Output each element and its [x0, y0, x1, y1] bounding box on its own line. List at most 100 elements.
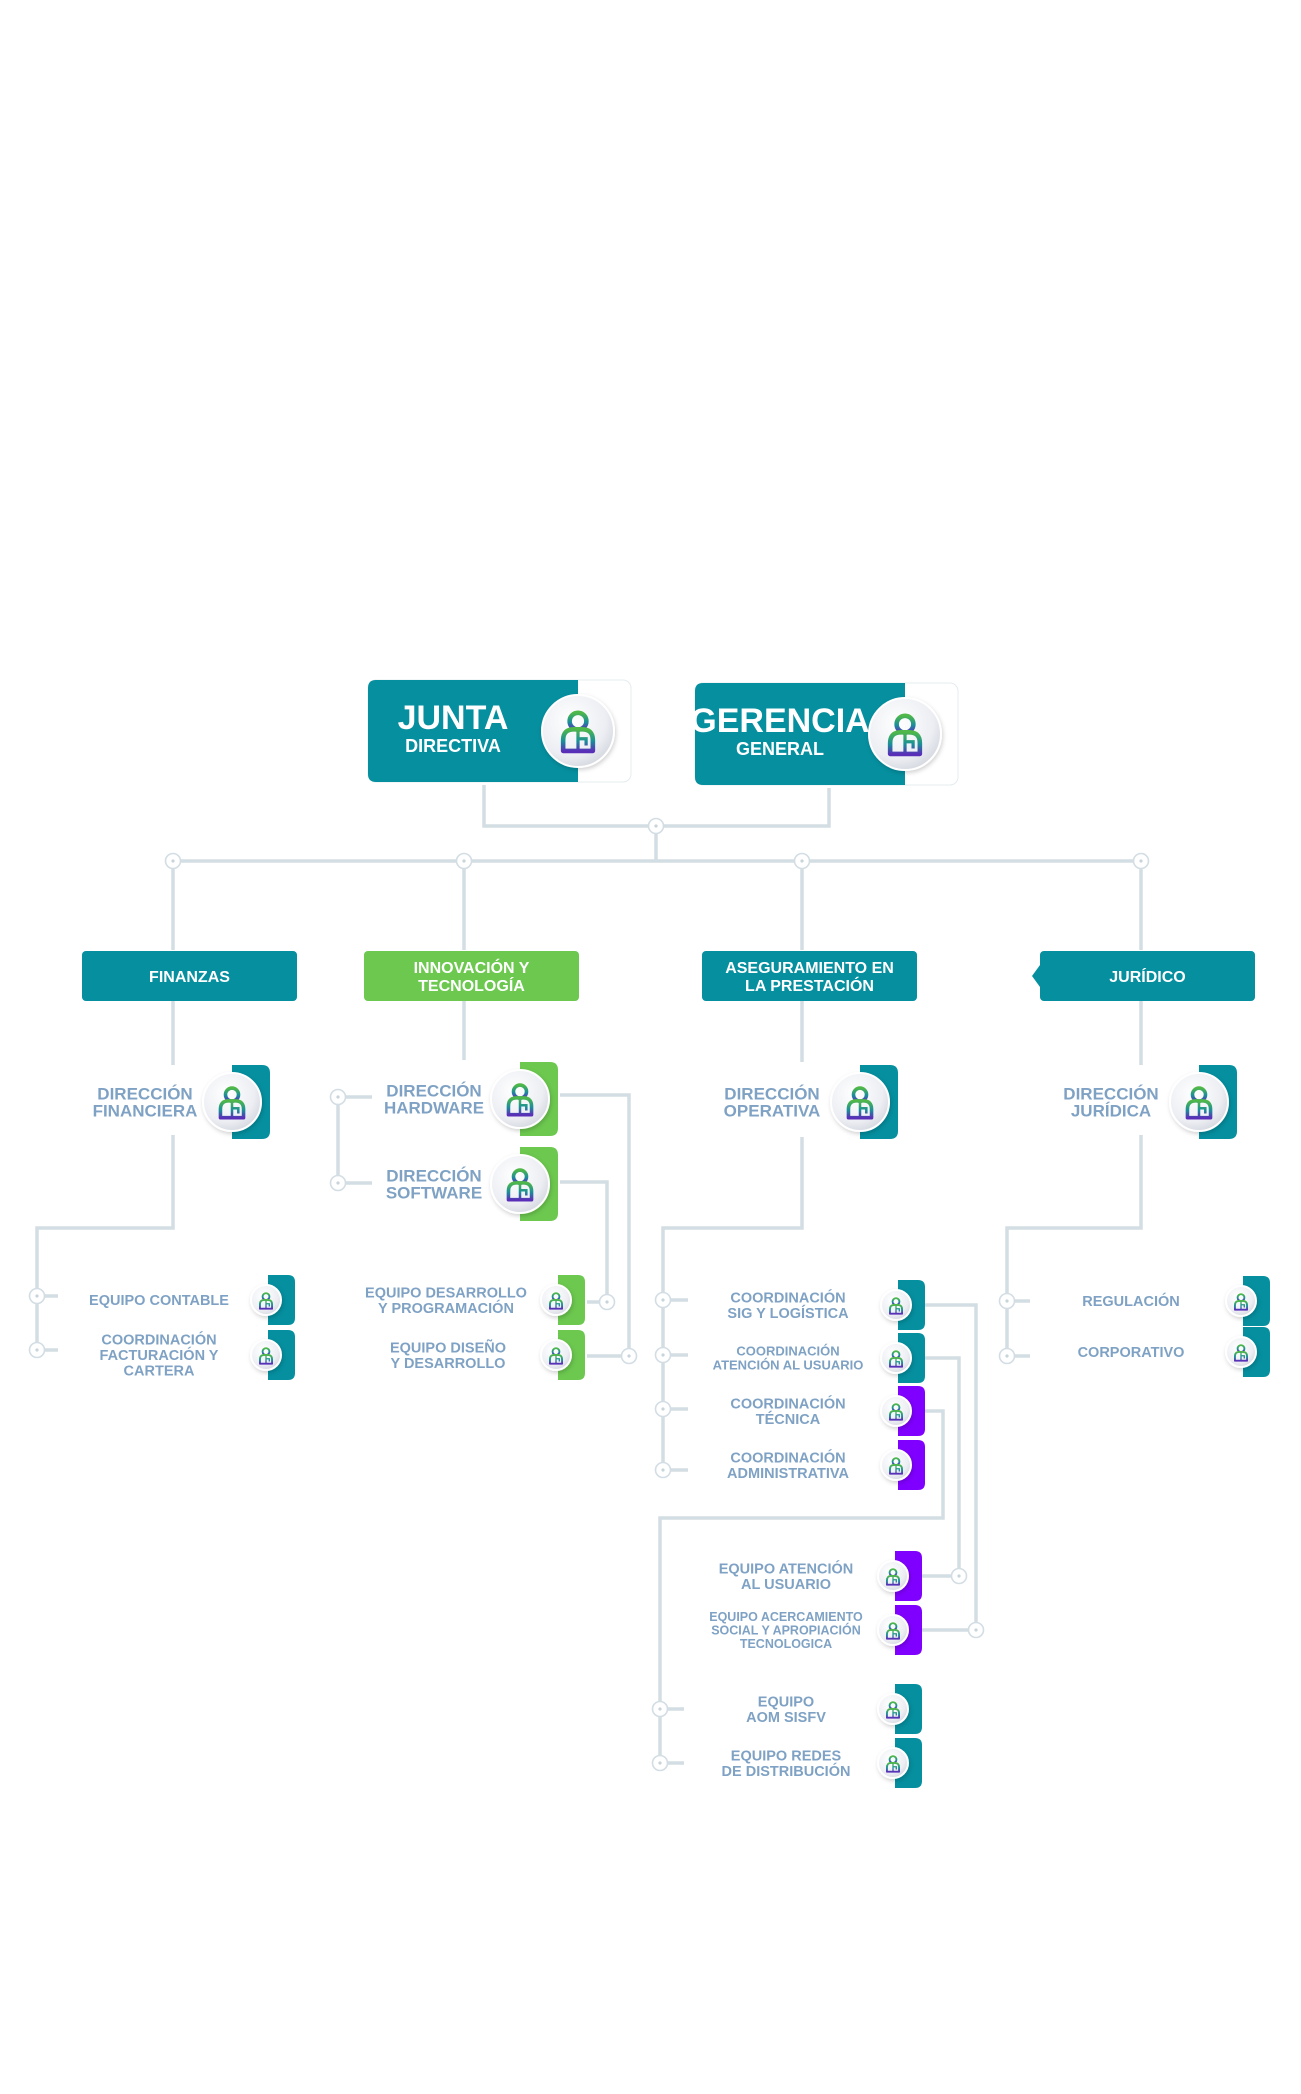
area-juridico-box[interactable]: JURÍDICO — [1032, 951, 1255, 1001]
connector-node-icon — [793, 852, 811, 870]
avatar-disc — [830, 1072, 890, 1132]
team-label: EQUIPO ACERCAMIENTO — [709, 1610, 863, 1624]
avatar-disc — [868, 697, 942, 771]
team-label: Y PROGRAMACIÓN — [378, 1299, 514, 1317]
juridico-branch-line — [1005, 1135, 1143, 1356]
avatar-disc — [877, 1614, 909, 1646]
team-label: EQUIPO DISEÑO — [390, 1338, 506, 1356]
finanzas-branch-line — [35, 1135, 175, 1350]
person-badge-icon — [886, 1568, 900, 1586]
connector-lines — [35, 785, 1143, 1765]
team-label: COORDINACIÓN — [730, 1448, 845, 1466]
team-label: AL USUARIO — [741, 1577, 831, 1593]
connector-node-icon — [28, 1341, 46, 1359]
avatar-disc — [877, 1560, 909, 1592]
regulacion-card[interactable]: REGULACIÓN — [1082, 1276, 1270, 1326]
gerencia-general-title: GERENCIA — [690, 702, 869, 740]
team-label: EQUIPO REDES — [731, 1748, 842, 1764]
connector-node-icon — [620, 1347, 638, 1365]
area-finanzas-box[interactable]: FINANZAS — [82, 951, 297, 1001]
avatar-disc — [880, 1395, 912, 1427]
atencion-to-equipo-line — [922, 1356, 961, 1578]
equipo-contable-card[interactable]: EQUIPO CONTABLE — [89, 1275, 295, 1325]
connector-node-icon — [654, 1291, 672, 1309]
team-label: ATENCIÓN AL USUARIO — [713, 1358, 864, 1373]
person-badge-icon — [889, 1350, 903, 1368]
avatar-disc — [540, 1339, 572, 1371]
team-label: COORDINACIÓN — [101, 1331, 216, 1349]
person-badge-icon — [886, 1755, 900, 1773]
connector-node-icon — [950, 1567, 968, 1585]
area-juridico-label: JURÍDICO — [1109, 967, 1185, 986]
team-label: TECNOLOGICA — [740, 1637, 832, 1651]
avatar-disc — [880, 1289, 912, 1321]
direction-label: SOFTWARE — [386, 1184, 482, 1203]
avatar-disc — [202, 1072, 262, 1132]
direction-label: JURÍDICA — [1071, 1102, 1151, 1121]
team-label: REGULACIÓN — [1082, 1292, 1179, 1310]
direction-label: HARDWARE — [384, 1099, 484, 1118]
team-label: CARTERA — [124, 1364, 195, 1380]
corporativo-card[interactable]: CORPORATIVO — [1078, 1327, 1270, 1377]
team-label: SIG Y LOGÍSTICA — [727, 1305, 849, 1322]
person-badge-icon — [889, 1403, 903, 1421]
avatar-disc — [541, 694, 615, 768]
team-label: COORDINACIÓN — [736, 1344, 839, 1359]
avatar-disc — [880, 1449, 912, 1481]
avatar-disc — [490, 1069, 550, 1129]
connector-node-icon — [651, 1700, 669, 1718]
connector-node-icon — [654, 1461, 672, 1479]
connector-node-icon — [651, 1754, 669, 1772]
person-badge-icon — [889, 1457, 903, 1475]
person-badge-icon — [889, 1297, 903, 1315]
connector-node-icon — [329, 1088, 347, 1106]
area-aseguramiento-label: LA PRESTACIÓN — [745, 976, 874, 995]
team-label: FACTURACIÓN Y — [100, 1346, 219, 1364]
team-label: SOCIAL Y APROPIACIÓN — [711, 1623, 861, 1638]
team-label: CORPORATIVO — [1078, 1345, 1185, 1361]
person-badge-icon — [506, 1168, 534, 1202]
connector-node-icon — [647, 817, 665, 835]
hardware-to-diseno-line — [560, 1093, 631, 1358]
connector-node-icon — [28, 1287, 46, 1305]
person-badge-icon — [259, 1292, 273, 1310]
avatar-disc — [490, 1154, 550, 1214]
direction-label: DIRECCIÓN — [97, 1085, 192, 1104]
connector-node-icon — [654, 1346, 672, 1364]
person-badge-icon — [846, 1086, 874, 1120]
connector-node-icon — [329, 1174, 347, 1192]
person-badge-icon — [886, 1701, 900, 1719]
team-label: EQUIPO — [758, 1694, 814, 1710]
team-label: Y DESARROLLO — [391, 1356, 506, 1372]
avatar-disc — [880, 1342, 912, 1374]
connector-node-icon — [598, 1293, 616, 1311]
team-label: ADMINISTRATIVA — [727, 1466, 849, 1482]
connector-node-icon — [998, 1292, 1016, 1310]
person-badge-icon — [560, 710, 596, 754]
team-label: COORDINACIÓN — [730, 1394, 845, 1412]
junta-directiva-subtitle: DIRECTIVA — [405, 736, 501, 756]
sig-to-acercamiento-line — [922, 1303, 978, 1632]
team-label: EQUIPO ATENCIÓN — [719, 1559, 854, 1577]
